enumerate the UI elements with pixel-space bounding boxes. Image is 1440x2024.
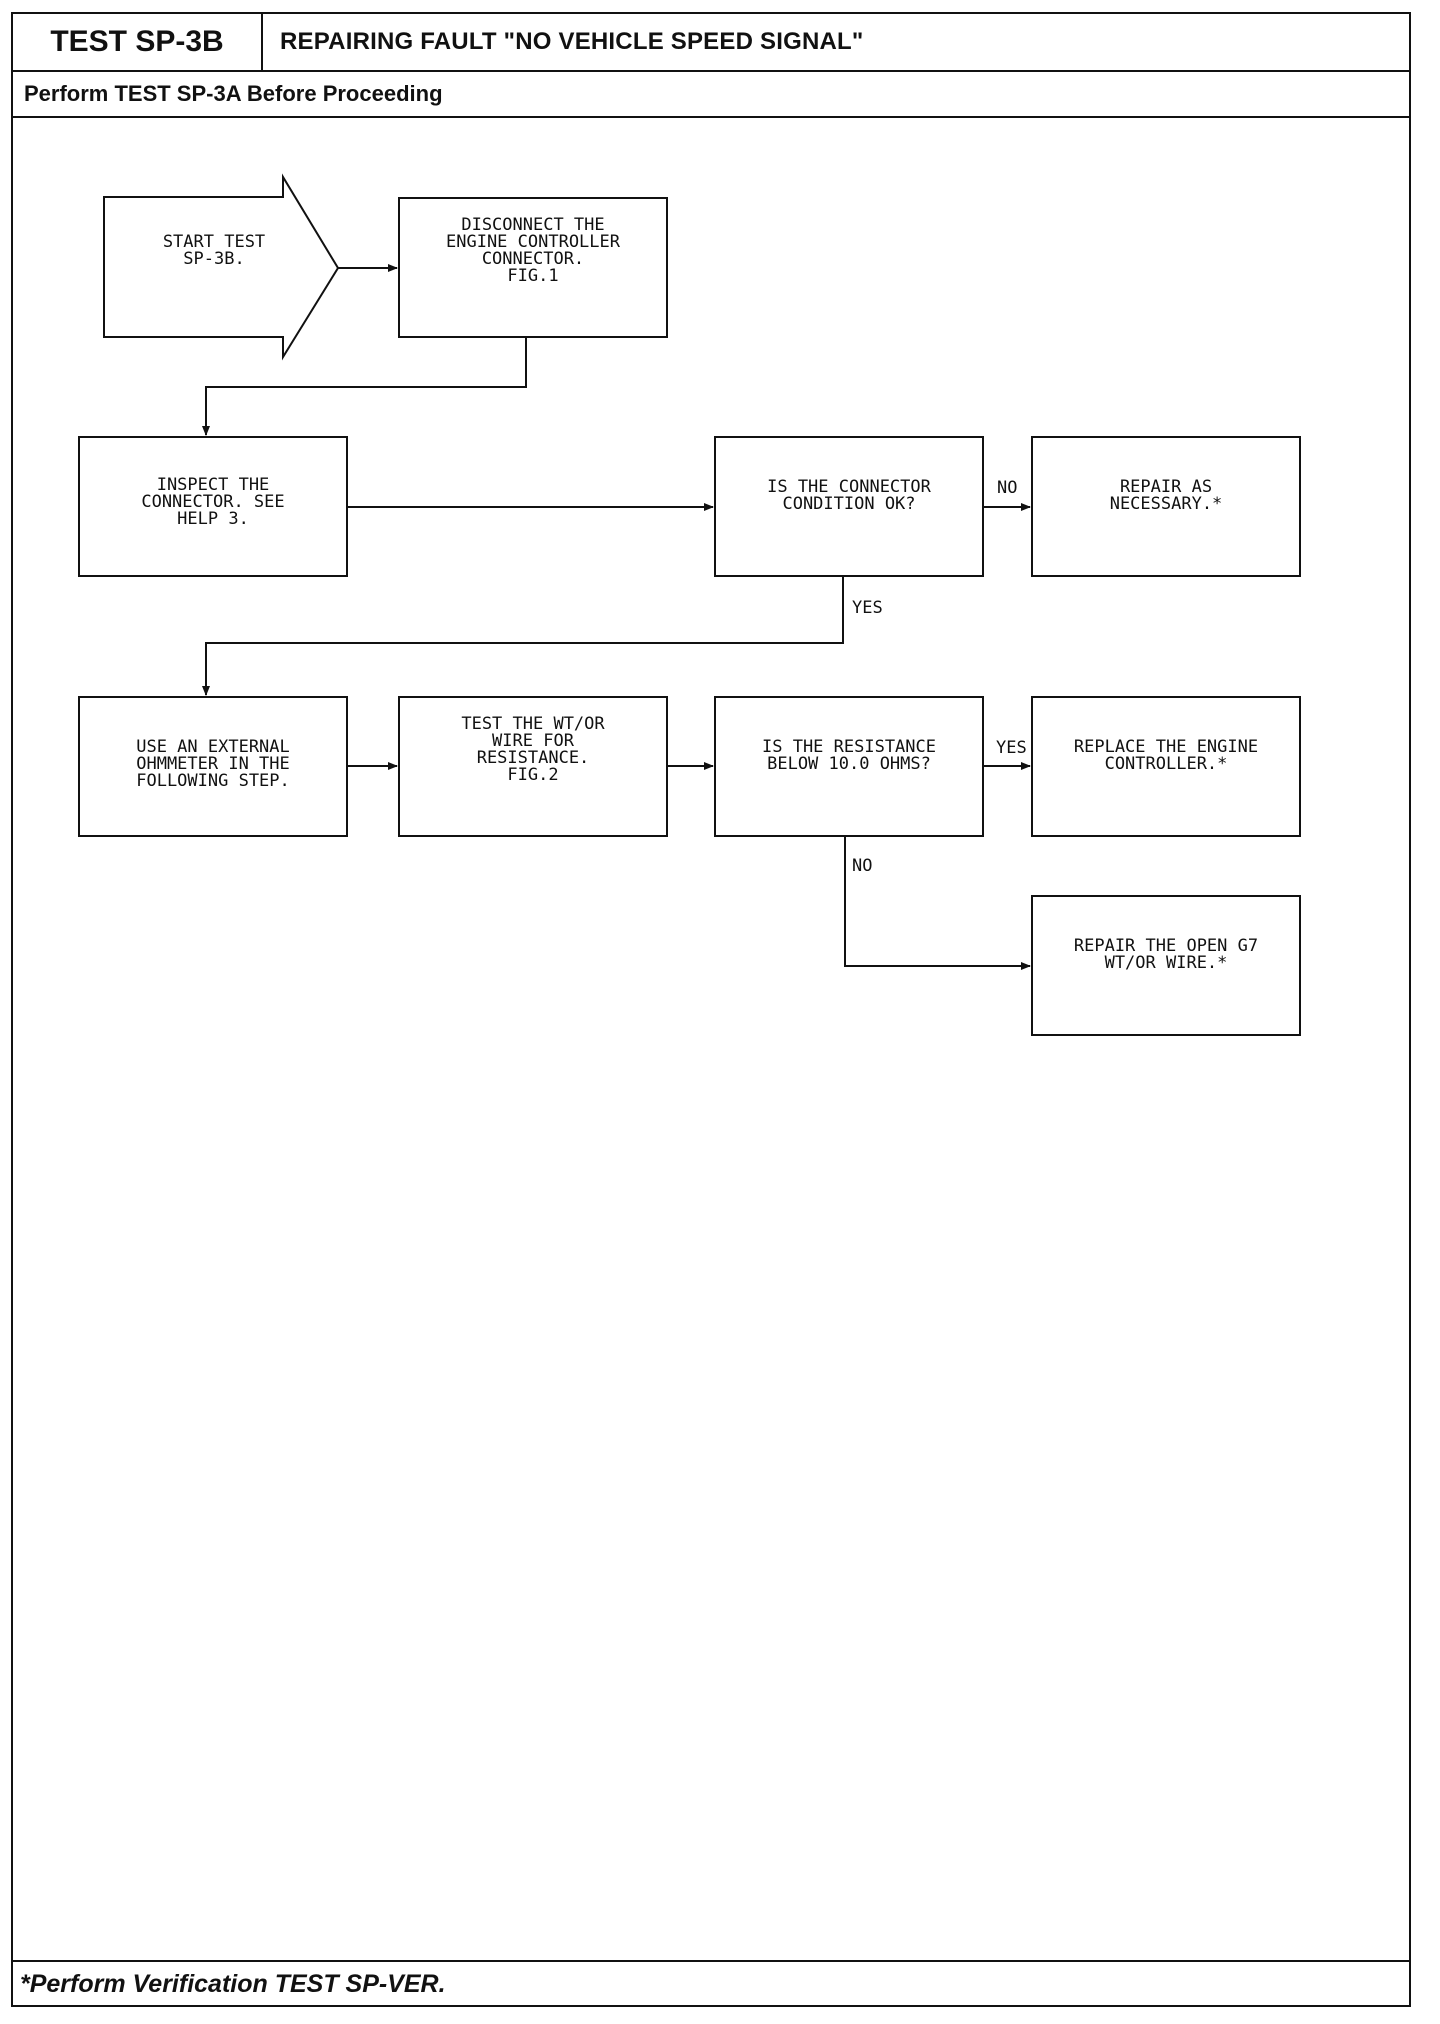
node-text-line: HELP 3.: [177, 509, 249, 529]
edge-disconnect-to-inspect: [202, 337, 527, 436]
node-text-line: REPAIR THE OPEN G7: [1074, 936, 1258, 956]
node-text-line: REPLACE THE ENGINE: [1074, 737, 1258, 757]
node-text-line: SP-3B.: [183, 249, 244, 269]
node-text-line: CONNECTOR.: [482, 249, 584, 269]
node-text-line: CONNECTOR. SEE: [141, 492, 284, 512]
node-text-line: FIG.2: [507, 765, 558, 785]
label-resistance-yes: YES: [996, 738, 1027, 758]
node-text-line: TEST THE WT/OR: [461, 714, 605, 734]
edge-resistance-no: [844, 836, 1031, 970]
node-text-line: CONTROLLER.*: [1105, 754, 1228, 774]
start-arrow-shape: [103, 173, 340, 361]
prerequisite-note: Perform TEST SP-3A Before Proceeding: [24, 81, 443, 106]
node-text-line: BELOW 10.0 OHMS?: [767, 754, 931, 774]
edge-connector-yes: [202, 576, 844, 696]
replace-controller-box: [1031, 696, 1301, 837]
test-title: REPAIRING FAULT "NO VEHICLE SPEED SIGNAL…: [280, 28, 864, 55]
node-text-line: IS THE RESISTANCE: [762, 737, 936, 757]
node-text-line: REPAIR AS: [1120, 477, 1212, 497]
footer-row: [11, 1960, 1411, 2007]
node-text-line: WT/OR WIRE.*: [1105, 953, 1228, 973]
node-text-line: FOLLOWING STEP.: [136, 771, 290, 791]
node-text-line: RESISTANCE.: [477, 748, 590, 768]
node-text-line: DISCONNECT THE: [461, 215, 604, 235]
node-text-line: IS THE CONNECTOR: [767, 477, 932, 497]
node-text-line: WIRE FOR: [492, 731, 575, 751]
prerequisite-row: [11, 70, 1411, 118]
label-connector-yes: YES: [852, 598, 883, 618]
verification-note: *Perform Verification TEST SP-VER.: [20, 1969, 446, 1998]
test-id: TEST SP-3B: [11, 12, 263, 72]
label-connector-no: NO: [997, 478, 1017, 498]
label-resistance-no: NO: [852, 856, 872, 876]
node-text-line: CONDITION OK?: [782, 494, 915, 514]
node-text-line: FIG.1: [507, 266, 558, 286]
repair-open-box: [1031, 895, 1301, 1036]
node-text-line: USE AN EXTERNAL: [136, 737, 290, 757]
node-text-line: INSPECT THE: [157, 475, 270, 495]
node-text-line: START TEST: [163, 232, 265, 252]
node-text-line: ENGINE CONTROLLER: [446, 232, 621, 252]
node-text-line: NECESSARY.*: [1110, 494, 1223, 514]
repair-as-necessary-box: [1031, 436, 1301, 577]
disconnect-box: [398, 197, 668, 338]
node-text-line: OHMMETER IN THE: [136, 754, 290, 774]
